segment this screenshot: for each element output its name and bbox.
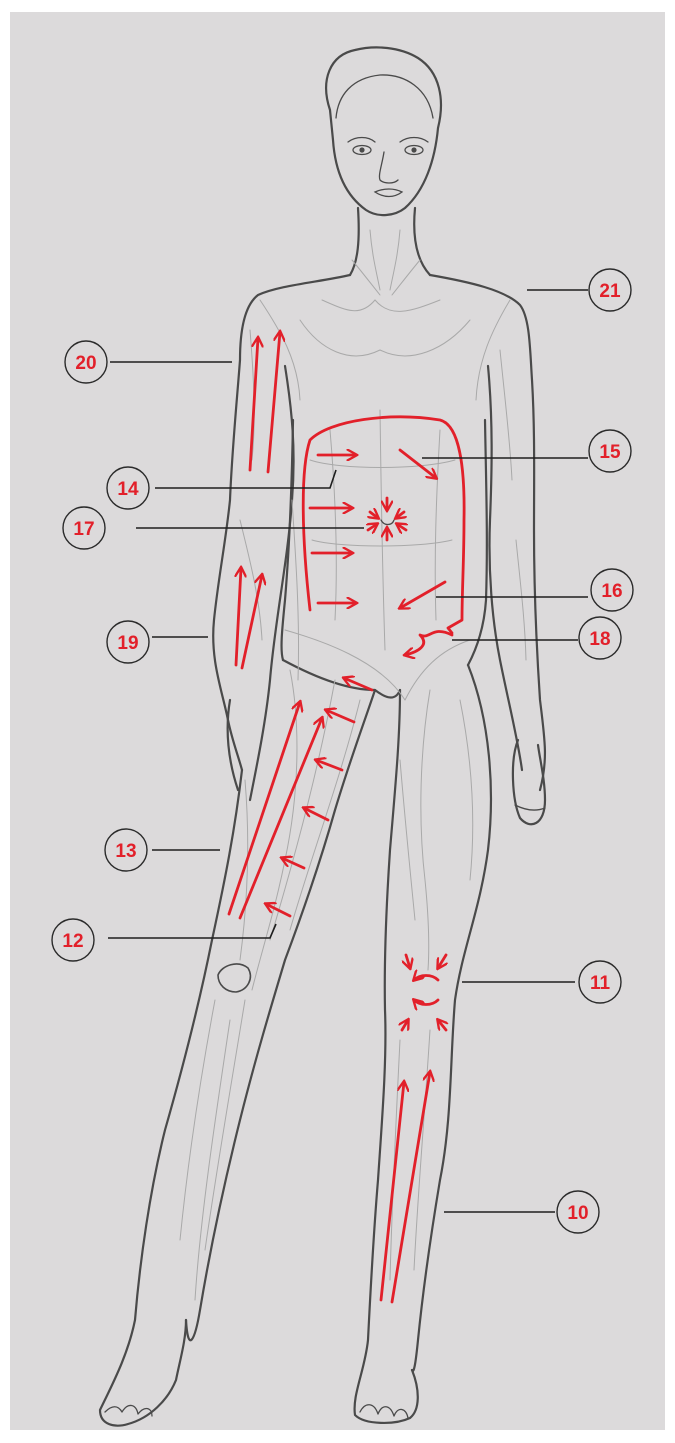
callout-label-16: 16	[601, 581, 622, 602]
callout-10: 10	[557, 1191, 599, 1233]
callout-label-14: 14	[117, 479, 139, 500]
callout-label-17: 17	[73, 519, 94, 540]
callout-label-18: 18	[589, 629, 610, 650]
massage-arrows	[229, 332, 464, 1302]
callout-13: 13	[105, 829, 147, 871]
callout-18: 18	[579, 617, 621, 659]
callout-20: 20	[65, 341, 107, 383]
callout-21: 21	[589, 269, 631, 311]
callout-label-11: 11	[590, 973, 611, 994]
body-outline	[100, 47, 545, 1425]
callout-label-20: 20	[75, 353, 96, 374]
callout-label-13: 13	[115, 841, 136, 862]
callout-15: 15	[589, 430, 631, 472]
arrow-forearm-1	[236, 568, 241, 665]
arrow-abdomen-15	[400, 450, 436, 478]
callout-label-21: 21	[599, 281, 621, 302]
callout-label-10: 10	[567, 1203, 588, 1224]
callout-11: 11	[579, 961, 621, 1003]
knee-arrows	[402, 955, 446, 1030]
callout-12: 12	[52, 919, 94, 961]
arrow-thigh-long-1	[229, 702, 300, 914]
arrow-upper-arm-1	[250, 338, 258, 470]
callout-label-12: 12	[62, 931, 83, 952]
callout-label-19: 19	[117, 633, 138, 654]
arrow-shin-2	[392, 1072, 430, 1302]
callout-17: 17	[63, 507, 105, 549]
navel-arrows	[368, 498, 406, 540]
face	[348, 138, 428, 197]
arrow-forearm-2	[242, 575, 262, 668]
arrow-hip-18	[405, 631, 452, 655]
callout-label-15: 15	[599, 442, 621, 463]
callout-19: 19	[107, 621, 149, 663]
arrow-shin-1	[381, 1082, 404, 1300]
callout-16: 16	[591, 569, 633, 611]
arrow-upper-arm-2	[268, 332, 280, 472]
arrow-abdomen-16	[400, 582, 445, 608]
callout-14: 14	[107, 467, 149, 509]
